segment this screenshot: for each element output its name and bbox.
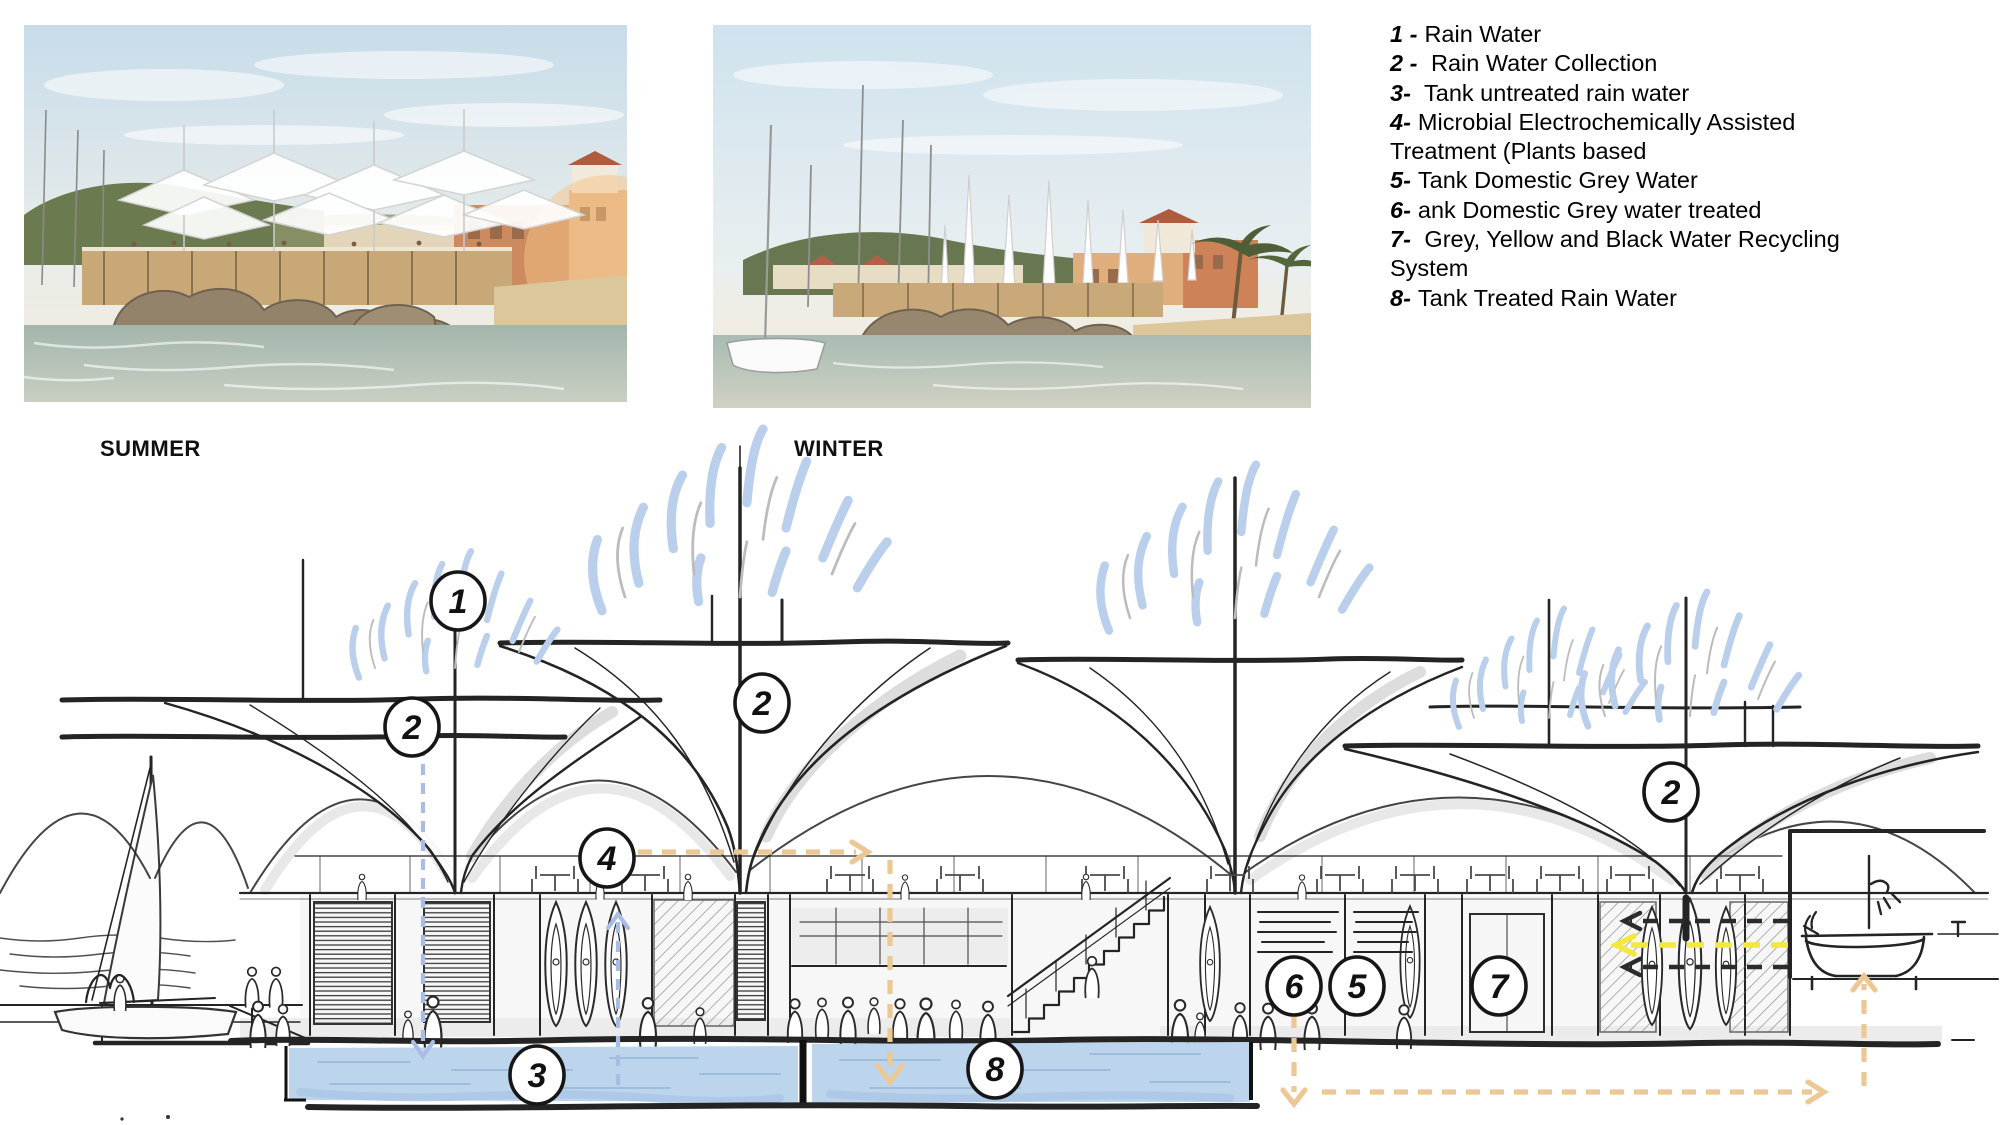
svg-text:7: 7 — [1490, 968, 1511, 1006]
ground-and-tanks — [120, 1035, 1975, 1121]
flow-yellow-return — [1609, 933, 1788, 957]
canopy-structure — [59, 445, 1981, 942]
flow-grey-return — [1619, 910, 1788, 978]
sailboat — [53, 755, 238, 1040]
marker-6: 6 — [1265, 955, 1323, 1017]
svg-text:2: 2 — [752, 685, 772, 723]
marker-1: 1 — [429, 570, 487, 632]
legend-item-number: 5- — [1390, 167, 1411, 194]
marker-2a: 2 — [383, 696, 441, 758]
marker-3: 3 — [508, 1044, 566, 1106]
legend-item-number: 7- — [1390, 226, 1411, 253]
marker-2c: 2 — [1642, 761, 1700, 823]
svg-text:3: 3 — [528, 1057, 547, 1095]
svg-text:4: 4 — [597, 840, 617, 878]
svg-text:1: 1 — [449, 583, 468, 621]
flow-rain-down — [410, 745, 436, 1060]
legend-item-8: 8-Tank Treated Rain Water — [1390, 284, 1677, 311]
marker-5: 5 — [1328, 955, 1386, 1017]
svg-text:8: 8 — [986, 1051, 1005, 1089]
marker-2b: 2 — [733, 672, 791, 734]
flow-6-to-bathroom — [1280, 971, 1878, 1109]
legend-item-1: 1 -Rain Water — [1390, 21, 1542, 47]
legend-item-4: 4-Microbial Electrochemically Assisted T… — [1390, 108, 1796, 165]
svg-text:2: 2 — [1661, 774, 1681, 812]
shelves — [1257, 911, 1419, 953]
legend-item-number: 3- — [1390, 79, 1411, 106]
deck-tables — [531, 865, 1764, 894]
marker-7: 7 — [1470, 955, 1528, 1017]
flow-4-to-tank8 — [638, 839, 905, 1087]
sea-and-dock — [0, 755, 311, 1046]
svg-text:5: 5 — [1348, 968, 1368, 1006]
summer-label: SUMMER — [100, 436, 201, 461]
legend-item-6: 6-ank Domestic Grey water treated — [1390, 196, 1762, 223]
bathtub-icon — [1800, 910, 1934, 991]
legend-item-number: 4- — [1390, 108, 1411, 135]
summer-photo — [24, 25, 627, 402]
shower-icon — [1867, 854, 1902, 930]
legend-item-5: 5-Tank Domestic Grey Water — [1390, 167, 1698, 194]
legend-item-number: 8- — [1390, 284, 1411, 311]
winter-photo-art — [713, 25, 1311, 408]
stairs — [1006, 876, 1172, 1034]
winter-sailboat — [726, 124, 826, 374]
flow-tank3-up — [605, 910, 631, 1085]
legend-item-number: 1 - — [1390, 21, 1418, 47]
summer-photo-art — [24, 25, 627, 402]
marker-4: 4 — [578, 827, 636, 889]
legend-item-3: 3- Tank untreated rain water — [1390, 79, 1690, 106]
svg-text:2: 2 — [402, 709, 422, 747]
summer-canopies — [116, 150, 587, 240]
number-markers: 1 2 2 2 4 6 5 7 3 8 — [383, 570, 1700, 1106]
legend-item-7: 7- Grey, Yellow and Black Water Recyclin… — [1390, 226, 1840, 282]
legend-item-2: 2 - Rain Water Collection — [1390, 50, 1658, 77]
bathroom-detail — [1788, 829, 1999, 991]
legend-item-number: 2 - — [1390, 50, 1418, 77]
winter-photo — [713, 25, 1311, 408]
marker-8: 8 — [966, 1038, 1024, 1100]
flow-arrows — [410, 745, 1878, 1109]
svg-text:6: 6 — [1285, 968, 1305, 1006]
legend-item-number: 6- — [1390, 196, 1411, 223]
winter-label: WINTER — [794, 436, 884, 461]
